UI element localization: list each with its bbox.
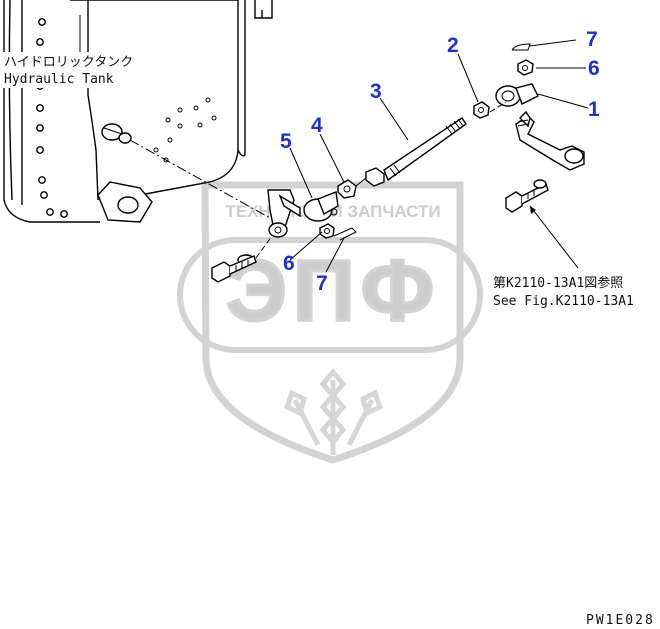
callout-5: 5 bbox=[280, 130, 292, 153]
part-1-ball-joint bbox=[495, 83, 539, 107]
drawing-code: PW1E028 bbox=[586, 613, 655, 628]
tank-label-english: Hydraulic Tank bbox=[4, 72, 114, 87]
part-7-cotter-pin-left bbox=[333, 227, 357, 241]
callout-3: 3 bbox=[370, 80, 382, 103]
assembly-axis-right bbox=[489, 101, 507, 113]
tank-mounting-boss bbox=[97, 181, 153, 223]
part-6-nut-left bbox=[319, 223, 335, 239]
leader-lines bbox=[289, 39, 589, 273]
part-5-lever bbox=[267, 189, 301, 238]
part-4-nut bbox=[337, 179, 357, 199]
part-2-nut bbox=[473, 101, 490, 119]
watermark-wheat-icon bbox=[283, 368, 384, 455]
callout-1: 1 bbox=[588, 98, 600, 121]
watermark-shield-outline bbox=[201, 181, 464, 464]
callout-6-left: 6 bbox=[283, 252, 295, 275]
right-lever bbox=[515, 110, 585, 171]
watermark: ТЕХНОЛОГИИ ЗАПЧАСТИ ЭПФ bbox=[177, 181, 483, 464]
callouts: 1 2 3 4 5 6 6 7 7 bbox=[280, 28, 600, 295]
part-3-rod bbox=[355, 117, 467, 187]
callout-4: 4 bbox=[311, 114, 323, 137]
hydraulic-tank bbox=[3, 0, 273, 223]
callout-7-right: 7 bbox=[586, 28, 598, 51]
callout-6-right: 6 bbox=[588, 57, 600, 80]
assembly-axis-left bbox=[129, 139, 271, 219]
leader-arrowhead bbox=[530, 206, 536, 214]
part-6-nut-right bbox=[517, 59, 534, 76]
callout-7-left: 7 bbox=[316, 272, 328, 295]
tank-label: ハイドロリックタンク Hydraulic Tank bbox=[2, 52, 133, 88]
tank-flange-bolts bbox=[36, 18, 68, 218]
part-ball-joint bbox=[303, 191, 339, 222]
callout-2: 2 bbox=[447, 34, 459, 57]
tank-pivot-pin bbox=[101, 123, 132, 144]
reference-note: 第K2110-13A1図参照 See Fig.K2110-13A1 bbox=[493, 275, 634, 309]
tank-panel-holes bbox=[153, 97, 217, 163]
tank-label-japanese: ハイドロリックタンク bbox=[4, 55, 133, 70]
watermark-letters: ЭПФ bbox=[226, 243, 440, 339]
right-bolt-assembly bbox=[505, 179, 549, 213]
part-7-cotter-pin-right bbox=[511, 43, 531, 51]
reference-note-english: See Fig.K2110-13A1 bbox=[493, 294, 634, 309]
reference-note-japanese: 第K2110-13A1図参照 bbox=[493, 275, 623, 291]
watermark-banner bbox=[177, 237, 483, 353]
lever-bolt-assembly bbox=[211, 235, 273, 283]
